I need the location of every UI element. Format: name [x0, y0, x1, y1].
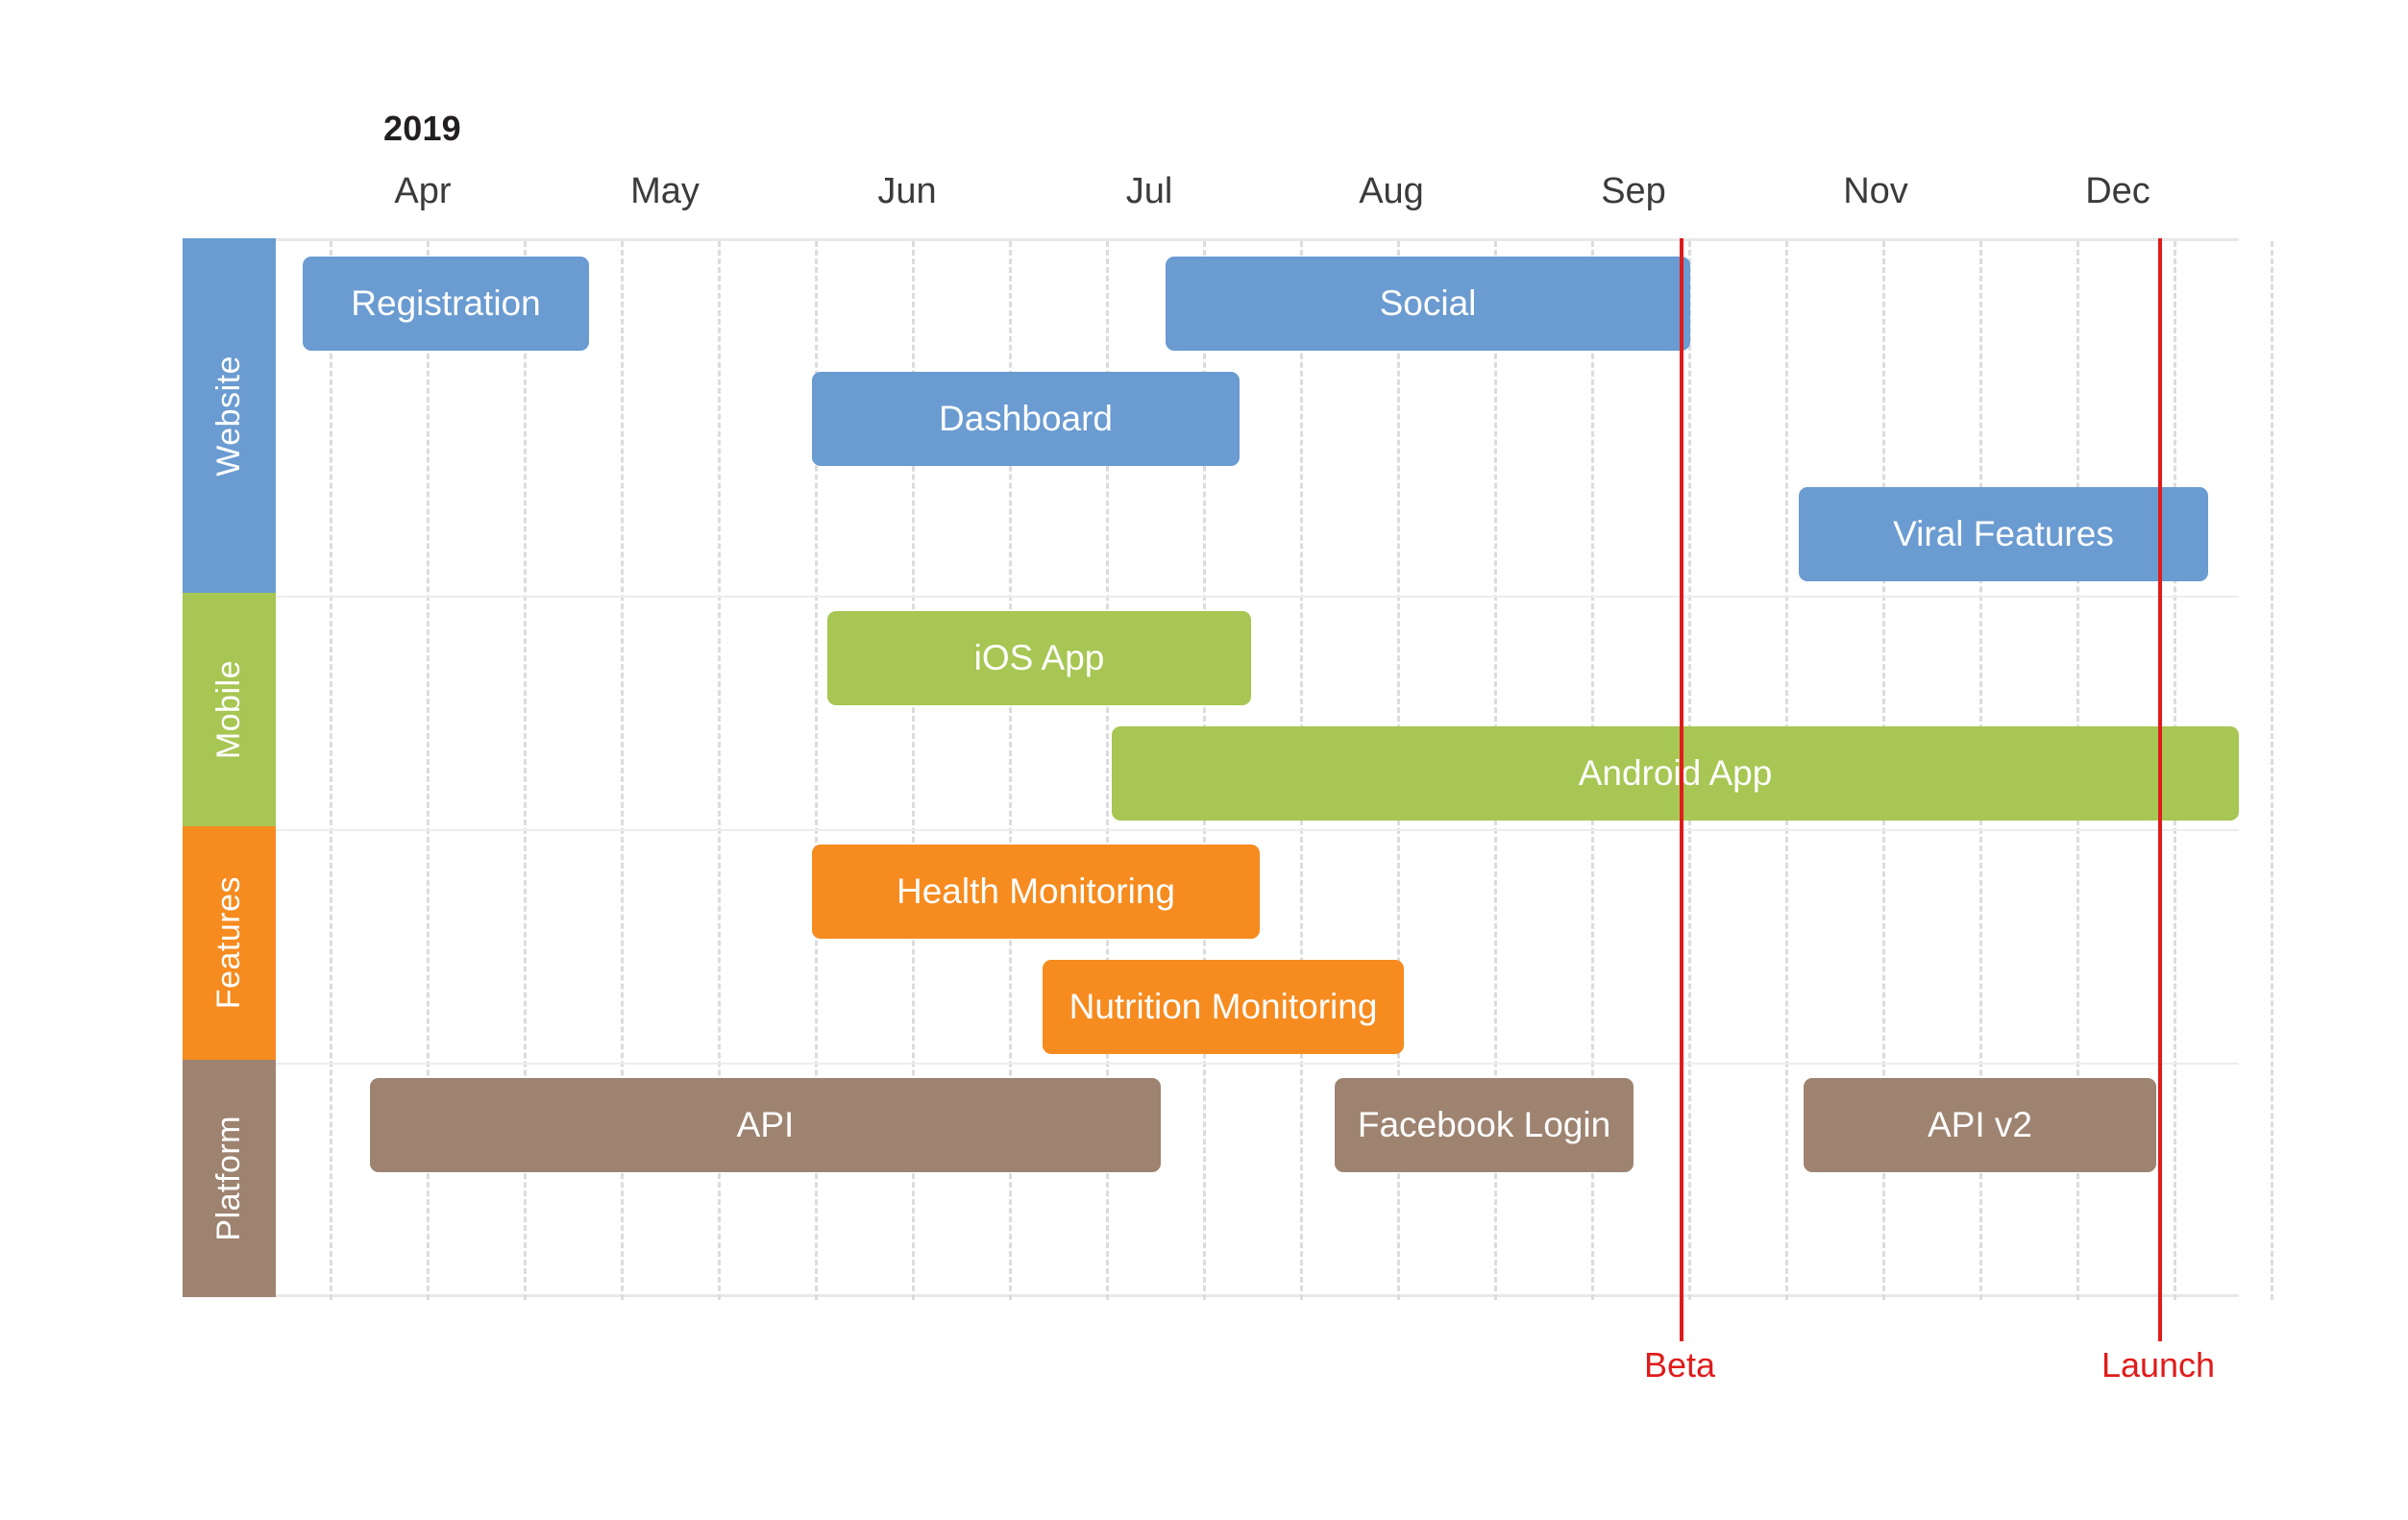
task-bar-social[interactable]: Social	[1166, 257, 1690, 351]
month-tick-may: May	[630, 171, 700, 211]
milestone-line-launch	[2158, 238, 2162, 1341]
task-label: Health Monitoring	[897, 871, 1175, 911]
task-bar-ios-app[interactable]: iOS App	[827, 611, 1251, 705]
gridline-4	[718, 241, 721, 1300]
task-bar-registration[interactable]: Registration	[303, 257, 589, 351]
task-label: Facebook Login	[1357, 1105, 1611, 1144]
row-separator	[276, 1063, 2239, 1065]
milestone-label-beta: Beta	[1643, 1345, 1716, 1385]
row-label-features[interactable]: Features	[183, 826, 276, 1060]
row-label-mobile[interactable]: Mobile	[183, 593, 276, 826]
month-tick-apr: Apr	[394, 171, 452, 211]
row-label-text: Platform	[210, 1115, 247, 1241]
month-tick-aug: Aug	[1359, 171, 1424, 211]
task-label: iOS App	[973, 638, 1105, 677]
task-bar-nutrition-monitoring[interactable]: Nutrition Monitoring	[1043, 960, 1404, 1054]
task-bar-android-app[interactable]: Android App	[1112, 726, 2239, 821]
row-label-text: Features	[210, 876, 247, 1010]
row-separator	[276, 829, 2239, 831]
gridline-5	[815, 241, 818, 1300]
task-label: Social	[1379, 283, 1477, 323]
gridline-0	[330, 241, 332, 1300]
month-tick-sep: Sep	[1601, 171, 1666, 211]
month-tick-dec: Dec	[2085, 171, 2150, 211]
task-bar-viral-features[interactable]: Viral Features	[1799, 487, 2208, 581]
task-label: Dashboard	[938, 399, 1113, 438]
task-label: Android App	[1578, 753, 1773, 793]
task-label: API	[736, 1105, 795, 1144]
task-bar-api-v2[interactable]: API v2	[1804, 1078, 2156, 1172]
task-bar-health-monitoring[interactable]: Health Monitoring	[812, 845, 1260, 939]
row-label-text: Website	[210, 355, 247, 477]
gridline-1	[427, 241, 430, 1300]
gridline-2	[524, 241, 527, 1300]
row-label-text: Mobile	[210, 659, 247, 760]
task-label: Viral Features	[1893, 514, 2114, 553]
month-tick-nov: Nov	[1843, 171, 1908, 211]
task-bar-facebook-login[interactable]: Facebook Login	[1335, 1078, 1634, 1172]
gridline-20	[2271, 241, 2273, 1300]
row-label-platform[interactable]: Platform	[183, 1060, 276, 1297]
task-label: Registration	[351, 283, 541, 323]
gridline-7	[1009, 241, 1012, 1300]
task-label: API v2	[1928, 1105, 2032, 1144]
row-label-website[interactable]: Website	[183, 238, 276, 593]
year-label: 2019	[383, 109, 461, 148]
task-label: Nutrition Monitoring	[1069, 987, 1378, 1026]
month-tick-jul: Jul	[1125, 171, 1173, 211]
gridline-6	[912, 241, 915, 1300]
task-bar-api[interactable]: API	[370, 1078, 1161, 1172]
task-bar-dashboard[interactable]: Dashboard	[812, 372, 1240, 466]
gridline-8	[1106, 241, 1109, 1300]
month-tick-jun: Jun	[877, 171, 937, 211]
row-separator	[276, 596, 2239, 598]
gridline-3	[621, 241, 624, 1300]
milestone-line-beta	[1680, 238, 1683, 1341]
milestone-label-launch: Launch	[2101, 1345, 2216, 1385]
